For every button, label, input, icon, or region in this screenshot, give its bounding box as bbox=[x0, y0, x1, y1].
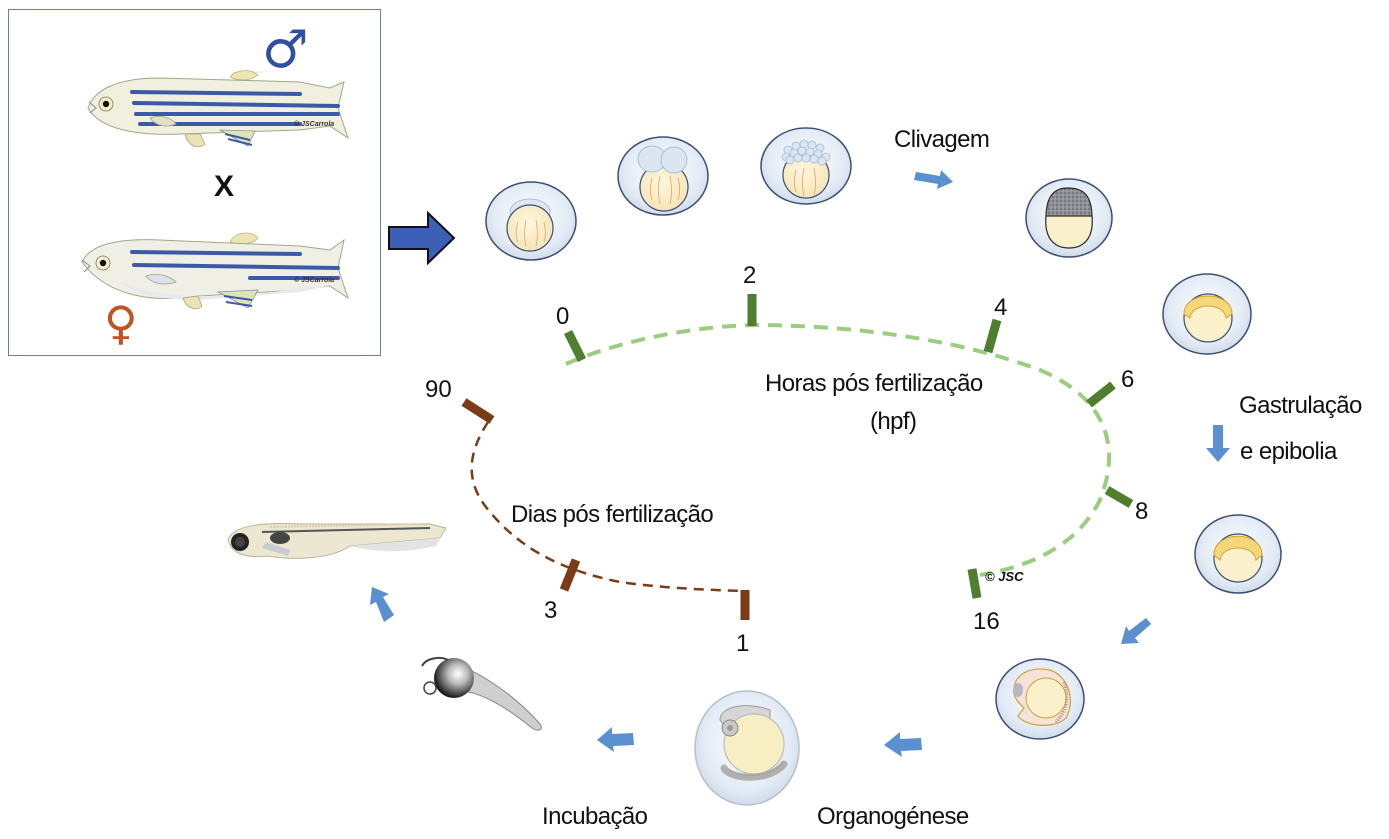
stage-label-gastrulation-line1: Gastrulação bbox=[1239, 392, 1362, 419]
hour-ticks bbox=[563, 294, 1134, 599]
parents-box bbox=[8, 9, 381, 356]
hour-label-2: 2 bbox=[743, 262, 757, 289]
arrow-to-hatching-icon bbox=[597, 727, 634, 752]
stage-label-gastrulation-line2: e epibolia bbox=[1240, 438, 1337, 465]
hour-tick-0 bbox=[563, 329, 587, 363]
embryo-gastrula-late bbox=[1194, 514, 1282, 594]
day-ticks bbox=[461, 398, 750, 620]
cross-symbol: X bbox=[214, 170, 235, 203]
hours-scale-arc bbox=[563, 294, 1134, 599]
male-zebrafish-illustration: © JSCarrola bbox=[87, 70, 349, 148]
female-fish-credit: © JSCarrola bbox=[294, 276, 334, 284]
hours-scale-subtitle: (hpf) bbox=[870, 408, 917, 435]
big-arrow-icon bbox=[388, 210, 456, 266]
day-tick-3 bbox=[559, 558, 581, 592]
embryo-blastula bbox=[1025, 178, 1113, 258]
male-symbol: ♂ bbox=[262, 20, 309, 80]
hour-tick-6 bbox=[1086, 381, 1116, 408]
embryo-2-cell bbox=[617, 136, 709, 216]
days-scale-arc bbox=[461, 398, 750, 620]
arrow-cleavage-icon bbox=[914, 170, 953, 189]
day-label-90: 90 bbox=[425, 376, 452, 403]
embryo-cleavage-stage bbox=[760, 127, 852, 205]
arrow-to-segmentation-icon bbox=[1121, 618, 1151, 644]
day-label-3: 3 bbox=[544, 597, 558, 624]
arrow-to-larva-icon bbox=[370, 587, 394, 622]
hour-label-4: 4 bbox=[994, 294, 1008, 321]
embryo-1-cell bbox=[485, 181, 577, 261]
embryo-organogenesis bbox=[694, 690, 800, 806]
embryo-segmentation bbox=[995, 658, 1085, 740]
stage-label-organogenesis: Organogénese bbox=[817, 803, 969, 830]
female-symbol: ♀ bbox=[104, 296, 138, 350]
hour-tick-16 bbox=[967, 568, 982, 599]
hatchling-illustration bbox=[421, 657, 542, 731]
hour-label-8: 8 bbox=[1135, 498, 1149, 525]
male-fish-credit: © JSCarrola bbox=[294, 120, 334, 128]
hours-scale-title: Horas pós fertilização bbox=[765, 370, 983, 397]
stage-label-hatching: Incubação bbox=[542, 803, 648, 830]
copyright-credit: © JSC bbox=[985, 569, 1024, 584]
hour-label-6: 6 bbox=[1121, 366, 1135, 393]
day-tick-90 bbox=[461, 398, 495, 424]
hour-label-0: 0 bbox=[556, 303, 570, 330]
hour-tick-4 bbox=[983, 318, 1002, 354]
stage-label-cleavage: Clivagem bbox=[894, 126, 990, 153]
hour-label-16: 16 bbox=[973, 608, 1000, 635]
day-label-1: 1 bbox=[736, 630, 750, 657]
hour-tick-8 bbox=[1104, 486, 1134, 508]
arrow-gastrulation-icon bbox=[1206, 425, 1230, 462]
female-zebrafish-illustration: © JSCarrola bbox=[81, 232, 349, 310]
arrow-to-organogenesis-icon bbox=[884, 732, 922, 757]
embryo-gastrula-early bbox=[1162, 273, 1252, 355]
larva-illustration bbox=[227, 523, 447, 559]
days-scale-title: Dias pós fertilização bbox=[511, 501, 714, 528]
